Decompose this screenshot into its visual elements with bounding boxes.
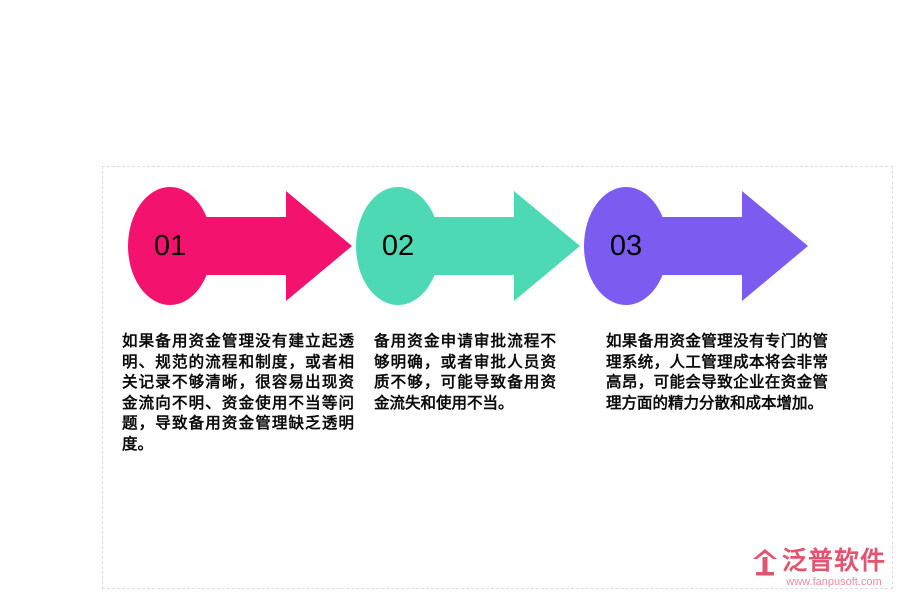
step-description: 如果备用资金管理没有专门的管理系统，人工管理成本将会非常高昂，可能会导致企业在资…	[606, 333, 828, 412]
step-number: 03	[610, 230, 642, 262]
step-arrow-icon: 01	[128, 187, 352, 305]
process-steps: 01 如果备用资金管理没有建立起透明、规范的流程和制度，或者相关记录不够清晰，很…	[122, 183, 828, 456]
logo-text: 泛普软件 www.fanpusoft.com	[781, 546, 886, 588]
step-arrow-icon: 02	[356, 187, 580, 305]
arrow-shape	[356, 187, 580, 305]
arrow-shape	[128, 187, 352, 305]
step-arrow-icon: 03	[584, 187, 808, 305]
arrow-shape	[584, 187, 808, 305]
logo-building-icon	[752, 548, 777, 576]
process-step-2: 02 备用资金申请审批流程不够明确，或者审批人员资质不够，可能导致备用资金流失和…	[354, 183, 582, 456]
step-number: 01	[154, 230, 186, 262]
process-step-3: 03 如果备用资金管理没有专门的管理系统，人工管理成本将会非常高昂，可能会导致企…	[582, 183, 828, 456]
step-number: 02	[382, 230, 414, 262]
logo-name: 泛普软件	[781, 546, 886, 575]
logo: 泛普软件 www.fanpusoft.com	[752, 546, 886, 588]
step-description: 如果备用资金管理没有建立起透明、规范的流程和制度，或者相关记录不够清晰，很容易出…	[122, 333, 354, 454]
logo-url: www.fanpusoft.com	[786, 576, 882, 588]
step-description: 备用资金申请审批流程不够明确，或者审批人员资质不够，可能导致备用资金流失和使用不…	[374, 333, 556, 412]
process-step-1: 01 如果备用资金管理没有建立起透明、规范的流程和制度，或者相关记录不够清晰，很…	[122, 183, 354, 456]
